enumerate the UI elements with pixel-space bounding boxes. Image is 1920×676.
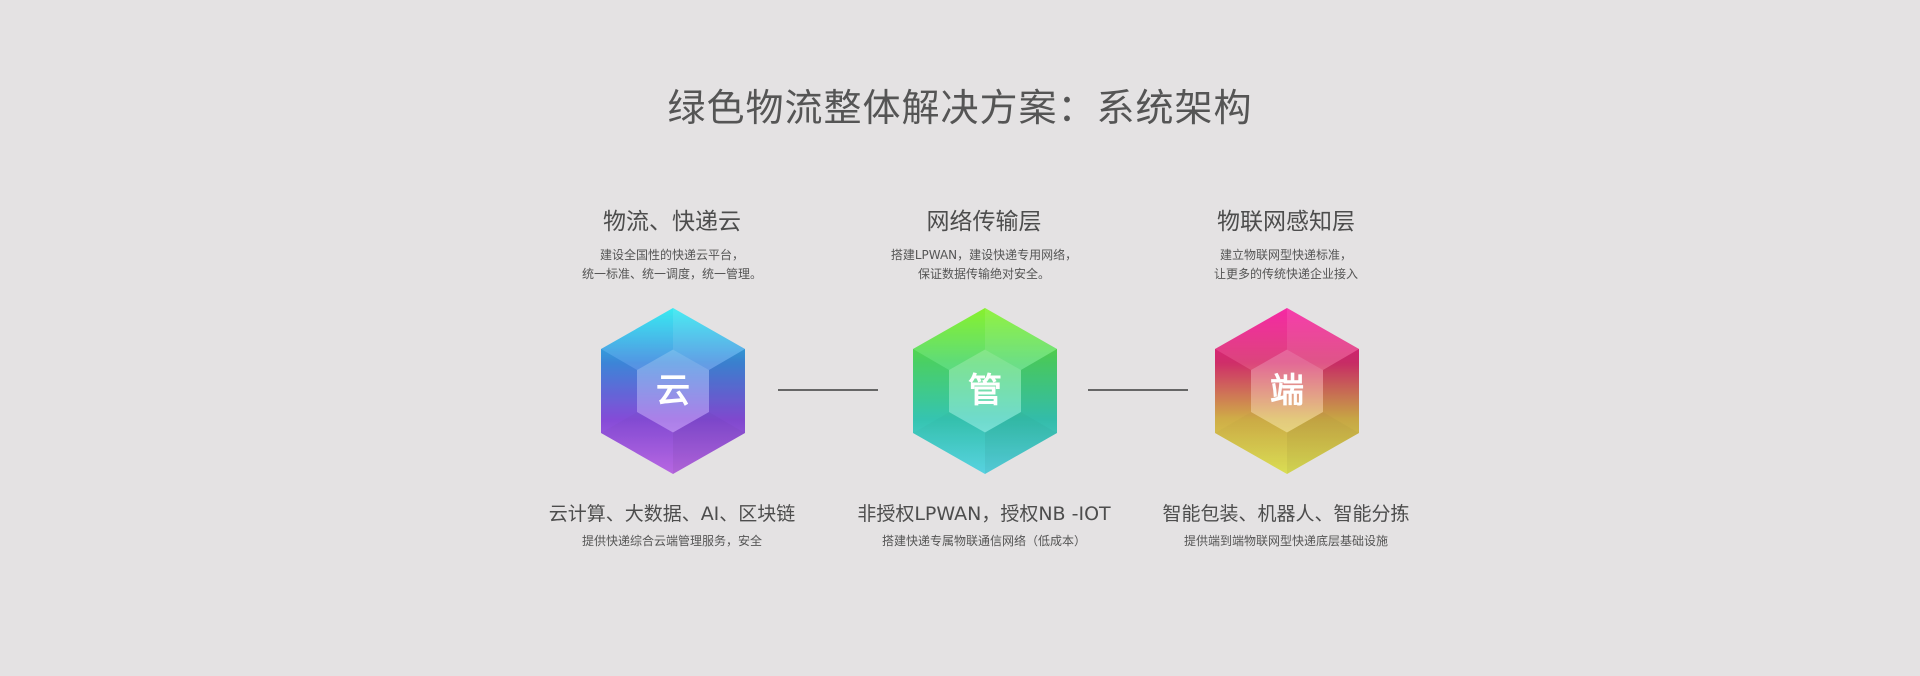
hexagon-outer (913, 308, 1057, 474)
hexagon-facet (1215, 349, 1251, 433)
hexagon-facet (1287, 308, 1359, 370)
hexagon-facet (913, 308, 985, 370)
hexagon-inner (637, 349, 709, 433)
column-heading: 网络传输层 (926, 209, 1042, 235)
hexagon-facet (601, 412, 673, 474)
hexagon-facet (1287, 412, 1359, 474)
column-heading: 物流、快递云 (603, 209, 741, 235)
hexagon-cube-shape (601, 308, 745, 474)
connector-line (1088, 389, 1188, 391)
cloud-hexagon-icon: 云 (601, 308, 745, 474)
hexagon-facet (601, 308, 673, 370)
column-terminal: 物联网感知层 建立物联网型快递标准， 让更多的传统快递企业接入 端 智能包装、机… (1136, 0, 1436, 676)
column-description-line: 保证数据传输绝对安全。 (917, 267, 1050, 281)
hexagon-cube-shape (913, 308, 1057, 474)
hexagon-facet (913, 349, 949, 433)
hexagon-label: 管 (968, 371, 1002, 411)
column-description-line: 建立物联网型快递标准， (1219, 248, 1352, 262)
column-footer-title: 非授权LPWAN，授权NB -IOT (857, 503, 1111, 525)
column-network: 网络传输层 搭建LPWAN，建设快递专用网络， 保证数据传输绝对安全。 管 非授… (834, 0, 1134, 676)
hexagon-facet (1215, 308, 1287, 370)
hexagon-facet (709, 349, 745, 433)
column-heading: 物联网感知层 (1217, 209, 1355, 235)
column-footer-title: 智能包装、机器人、智能分拣 (1162, 503, 1410, 525)
column-description: 搭建LPWAN，建设快递专用网络， 保证数据传输绝对安全。 (834, 246, 1134, 284)
hexagon-facet (985, 308, 1057, 370)
hexagon-facet (673, 412, 745, 474)
hexagon-label: 端 (1270, 371, 1304, 411)
terminal-hexagon-icon: 端 (1215, 308, 1359, 474)
hexagon-facet (673, 308, 745, 370)
hexagon-facet (1021, 349, 1057, 433)
hexagon-facet (1215, 412, 1287, 474)
hexagon-inner (1251, 349, 1323, 433)
column-footer-description: 提供快递综合云端管理服务，安全 (581, 534, 762, 548)
column-description: 建设全国性的快递云平台， 统一标准、统一调度，统一管理。 (522, 246, 822, 284)
hexagon-facet (601, 349, 637, 433)
column-footer-description: 提供端到端物联网型快递底层基础设施 (1183, 534, 1388, 548)
column-description-line: 建设全国性的快递云平台， (599, 248, 744, 262)
column-cloud: 物流、快递云 建设全国性的快递云平台， 统一标准、统一调度，统一管理。 云 云计… (522, 0, 822, 676)
hexagon-outer (601, 308, 745, 474)
column-footer-title: 云计算、大数据、AI、区块链 (548, 503, 796, 525)
column-footer-description: 搭建快递专属物联通信网络（低成本） (881, 534, 1086, 548)
hexagon-facet (913, 412, 985, 474)
network-hexagon-icon: 管 (913, 308, 1057, 474)
page-title: 绿色物流整体解决方案：系统架构 (667, 86, 1253, 130)
column-description: 建立物联网型快递标准， 让更多的传统快递企业接入 (1136, 246, 1436, 284)
hexagon-outer (1215, 308, 1359, 474)
hexagon-inner (949, 349, 1021, 433)
column-description-line: 让更多的传统快递企业接入 (1213, 267, 1358, 281)
column-description-line: 搭建LPWAN，建设快递专用网络， (890, 248, 1078, 262)
hexagon-cube-shape (1215, 308, 1359, 474)
column-description-line: 统一标准、统一调度，统一管理。 (581, 267, 762, 281)
hexagon-facet (985, 412, 1057, 474)
hexagon-label: 云 (656, 371, 690, 411)
connector-line (778, 389, 878, 391)
hexagon-facet (1323, 349, 1359, 433)
